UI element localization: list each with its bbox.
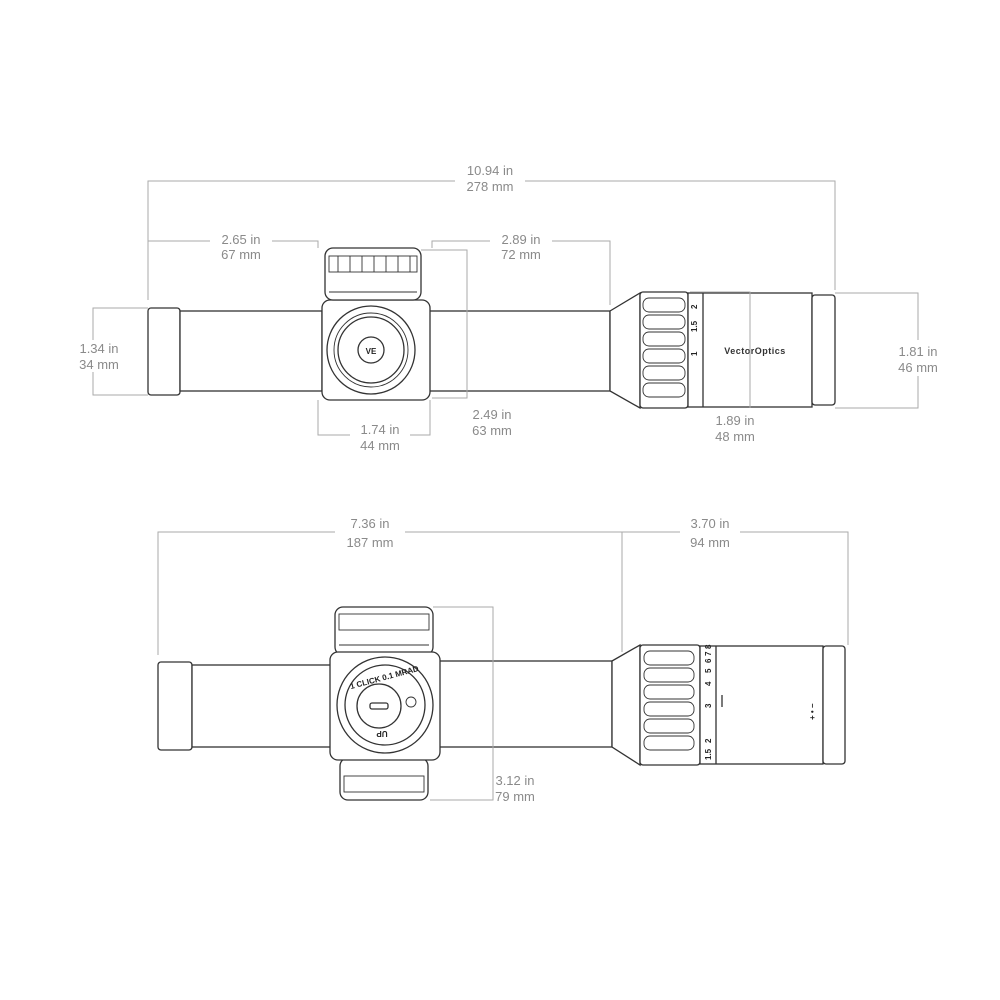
turret-ring-mm: 72 mm xyxy=(501,247,541,262)
overall-length-mm: 278 mm xyxy=(467,179,514,194)
top-dimensions: 10.94 in 278 mm 2.65 in 67 mm 2.89 in 72… xyxy=(79,163,938,453)
top-scope-drawing: VE 1 1.5 2 VectorOptics xyxy=(147,247,836,410)
power-mark: 5 xyxy=(704,668,713,673)
illumination-marks: + • − xyxy=(808,703,817,720)
rear-length-in: 3.70 in xyxy=(690,516,729,531)
turret-height-mm: 63 mm xyxy=(472,423,512,438)
eyepiece-turret-in: 2.65 in xyxy=(221,232,260,247)
eyepiece-turret-mm: 67 mm xyxy=(221,247,261,262)
turret-width-mm: 44 mm xyxy=(360,438,400,453)
power-mark: 1 xyxy=(690,351,699,356)
objective-diameter-mm: 46 mm xyxy=(898,360,938,375)
eyepiece-diameter-mm: 34 mm xyxy=(79,357,119,372)
overall-length-in: 10.94 in xyxy=(467,163,513,178)
bottom-scope-drawing: 1 CLICK 0.1 MRAD UP 1.5 2 3 4 5 6 7 8 + … xyxy=(157,606,846,801)
power-mark: 2 xyxy=(704,738,713,743)
body-length-mm: 48 mm xyxy=(715,429,755,444)
logo-badge: VE xyxy=(366,347,377,356)
turret-span-in: 3.12 in xyxy=(495,773,534,788)
turret-span-mm: 79 mm xyxy=(495,789,535,804)
power-mark: 1.5 xyxy=(704,748,713,760)
front-length-mm: 187 mm xyxy=(347,535,394,550)
body-length-in: 1.89 in xyxy=(715,413,754,428)
power-mark: 8 xyxy=(704,644,713,649)
turret-height-in: 2.49 in xyxy=(472,407,511,422)
power-mark: 3 xyxy=(704,703,713,708)
power-mark: 1.5 xyxy=(690,320,699,332)
rear-length-mm: 94 mm xyxy=(690,535,730,550)
bottom-dimensions: 7.36 in 187 mm 3.70 in 94 mm 3.12 in 79 … xyxy=(157,516,849,804)
turret-direction: UP xyxy=(376,729,388,738)
turret-ring-in: 2.89 in xyxy=(501,232,540,247)
eyepiece-diameter-in: 1.34 in xyxy=(79,341,118,356)
turret-width-in: 1.74 in xyxy=(360,422,399,437)
brand-logo: VectorOptics xyxy=(724,346,786,356)
power-mark: 2 xyxy=(690,304,699,309)
power-mark: 6 xyxy=(704,658,713,663)
power-mark: 4 xyxy=(704,681,713,686)
front-length-in: 7.36 in xyxy=(350,516,389,531)
power-mark: 7 xyxy=(704,651,713,656)
objective-diameter-in: 1.81 in xyxy=(898,344,937,359)
